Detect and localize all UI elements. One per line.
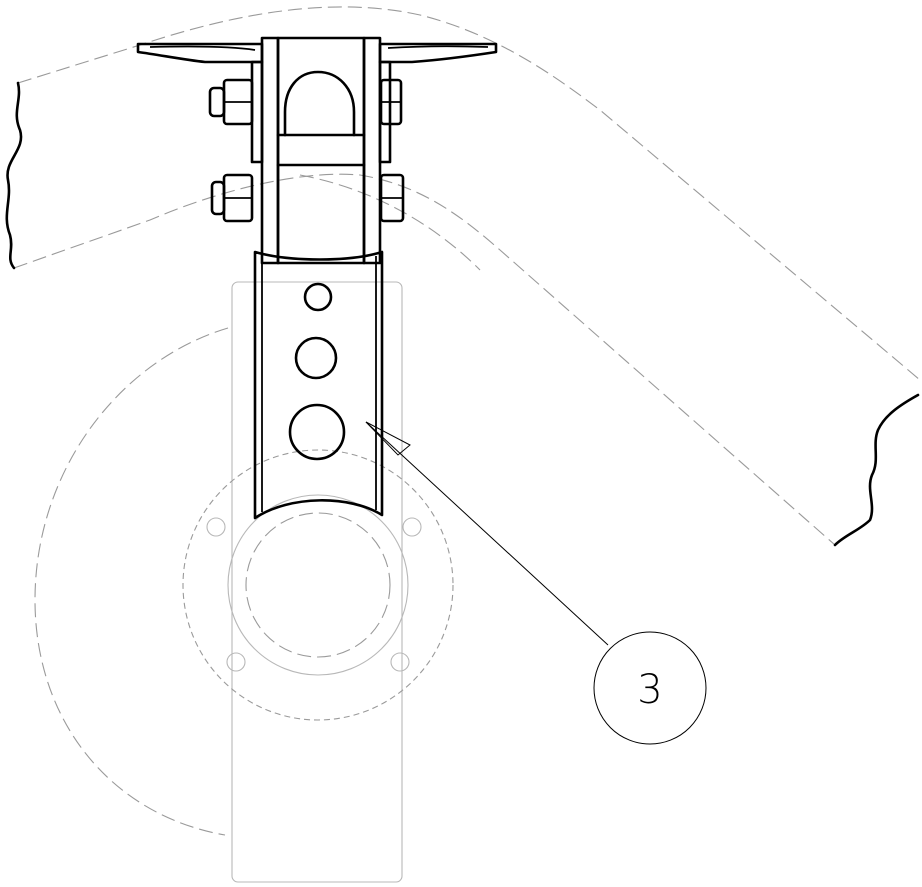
central-hanger [276,36,366,265]
adjustment-channel [253,250,384,520]
item-balloon-3: 3 [593,631,707,745]
lower-housing-ghost [182,281,454,883]
top-mounting-plate [136,42,498,64]
item-balloon-label: 3 [637,667,662,713]
beam-hidden-outline [13,6,921,546]
beam-break-lines [5,81,920,547]
callout-leader [365,421,609,646]
bolts [208,78,405,223]
swing-envelope-hidden [34,327,229,836]
